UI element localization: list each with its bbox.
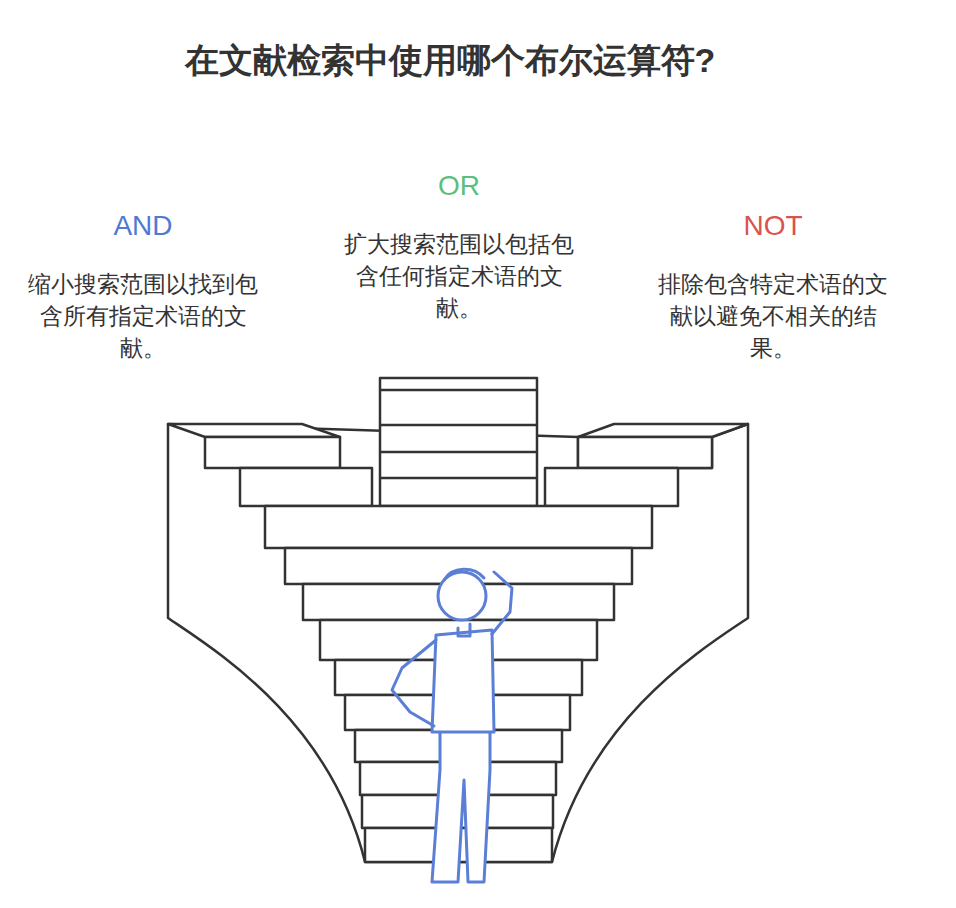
stair-top	[578, 424, 748, 437]
operator-name: AND	[43, 208, 243, 244]
operator-description: 缩小搜索范围以找到包含所有指定术语的文献。	[18, 268, 268, 364]
operator-description: 排除包含特定术语的文献以避免不相关的结果。	[648, 268, 898, 364]
person-body	[432, 630, 494, 732]
person-legs	[432, 730, 490, 882]
person-arm	[492, 572, 512, 634]
stair-line	[380, 477, 537, 480]
stair-line	[380, 389, 537, 392]
person-arm	[392, 640, 436, 726]
stair-line	[380, 424, 537, 427]
stair-step	[265, 506, 652, 548]
stair-top	[168, 424, 340, 437]
stair-step	[240, 468, 372, 506]
stair-line	[380, 451, 537, 454]
person-hair	[444, 569, 484, 580]
stair-step	[545, 468, 678, 506]
stair-tower	[380, 378, 537, 506]
operator-name: NOT	[673, 208, 873, 244]
person-neck	[458, 624, 470, 636]
operator-name: OR	[359, 168, 559, 204]
diagram-title: 在文献检索中使用哪个布尔运算符?	[100, 38, 800, 82]
stair-step	[578, 437, 712, 468]
operator-description: 扩大搜索范围以包括包含任何指定术语的文献。	[334, 228, 584, 324]
stair-step	[205, 437, 340, 468]
person-figure	[392, 569, 512, 882]
